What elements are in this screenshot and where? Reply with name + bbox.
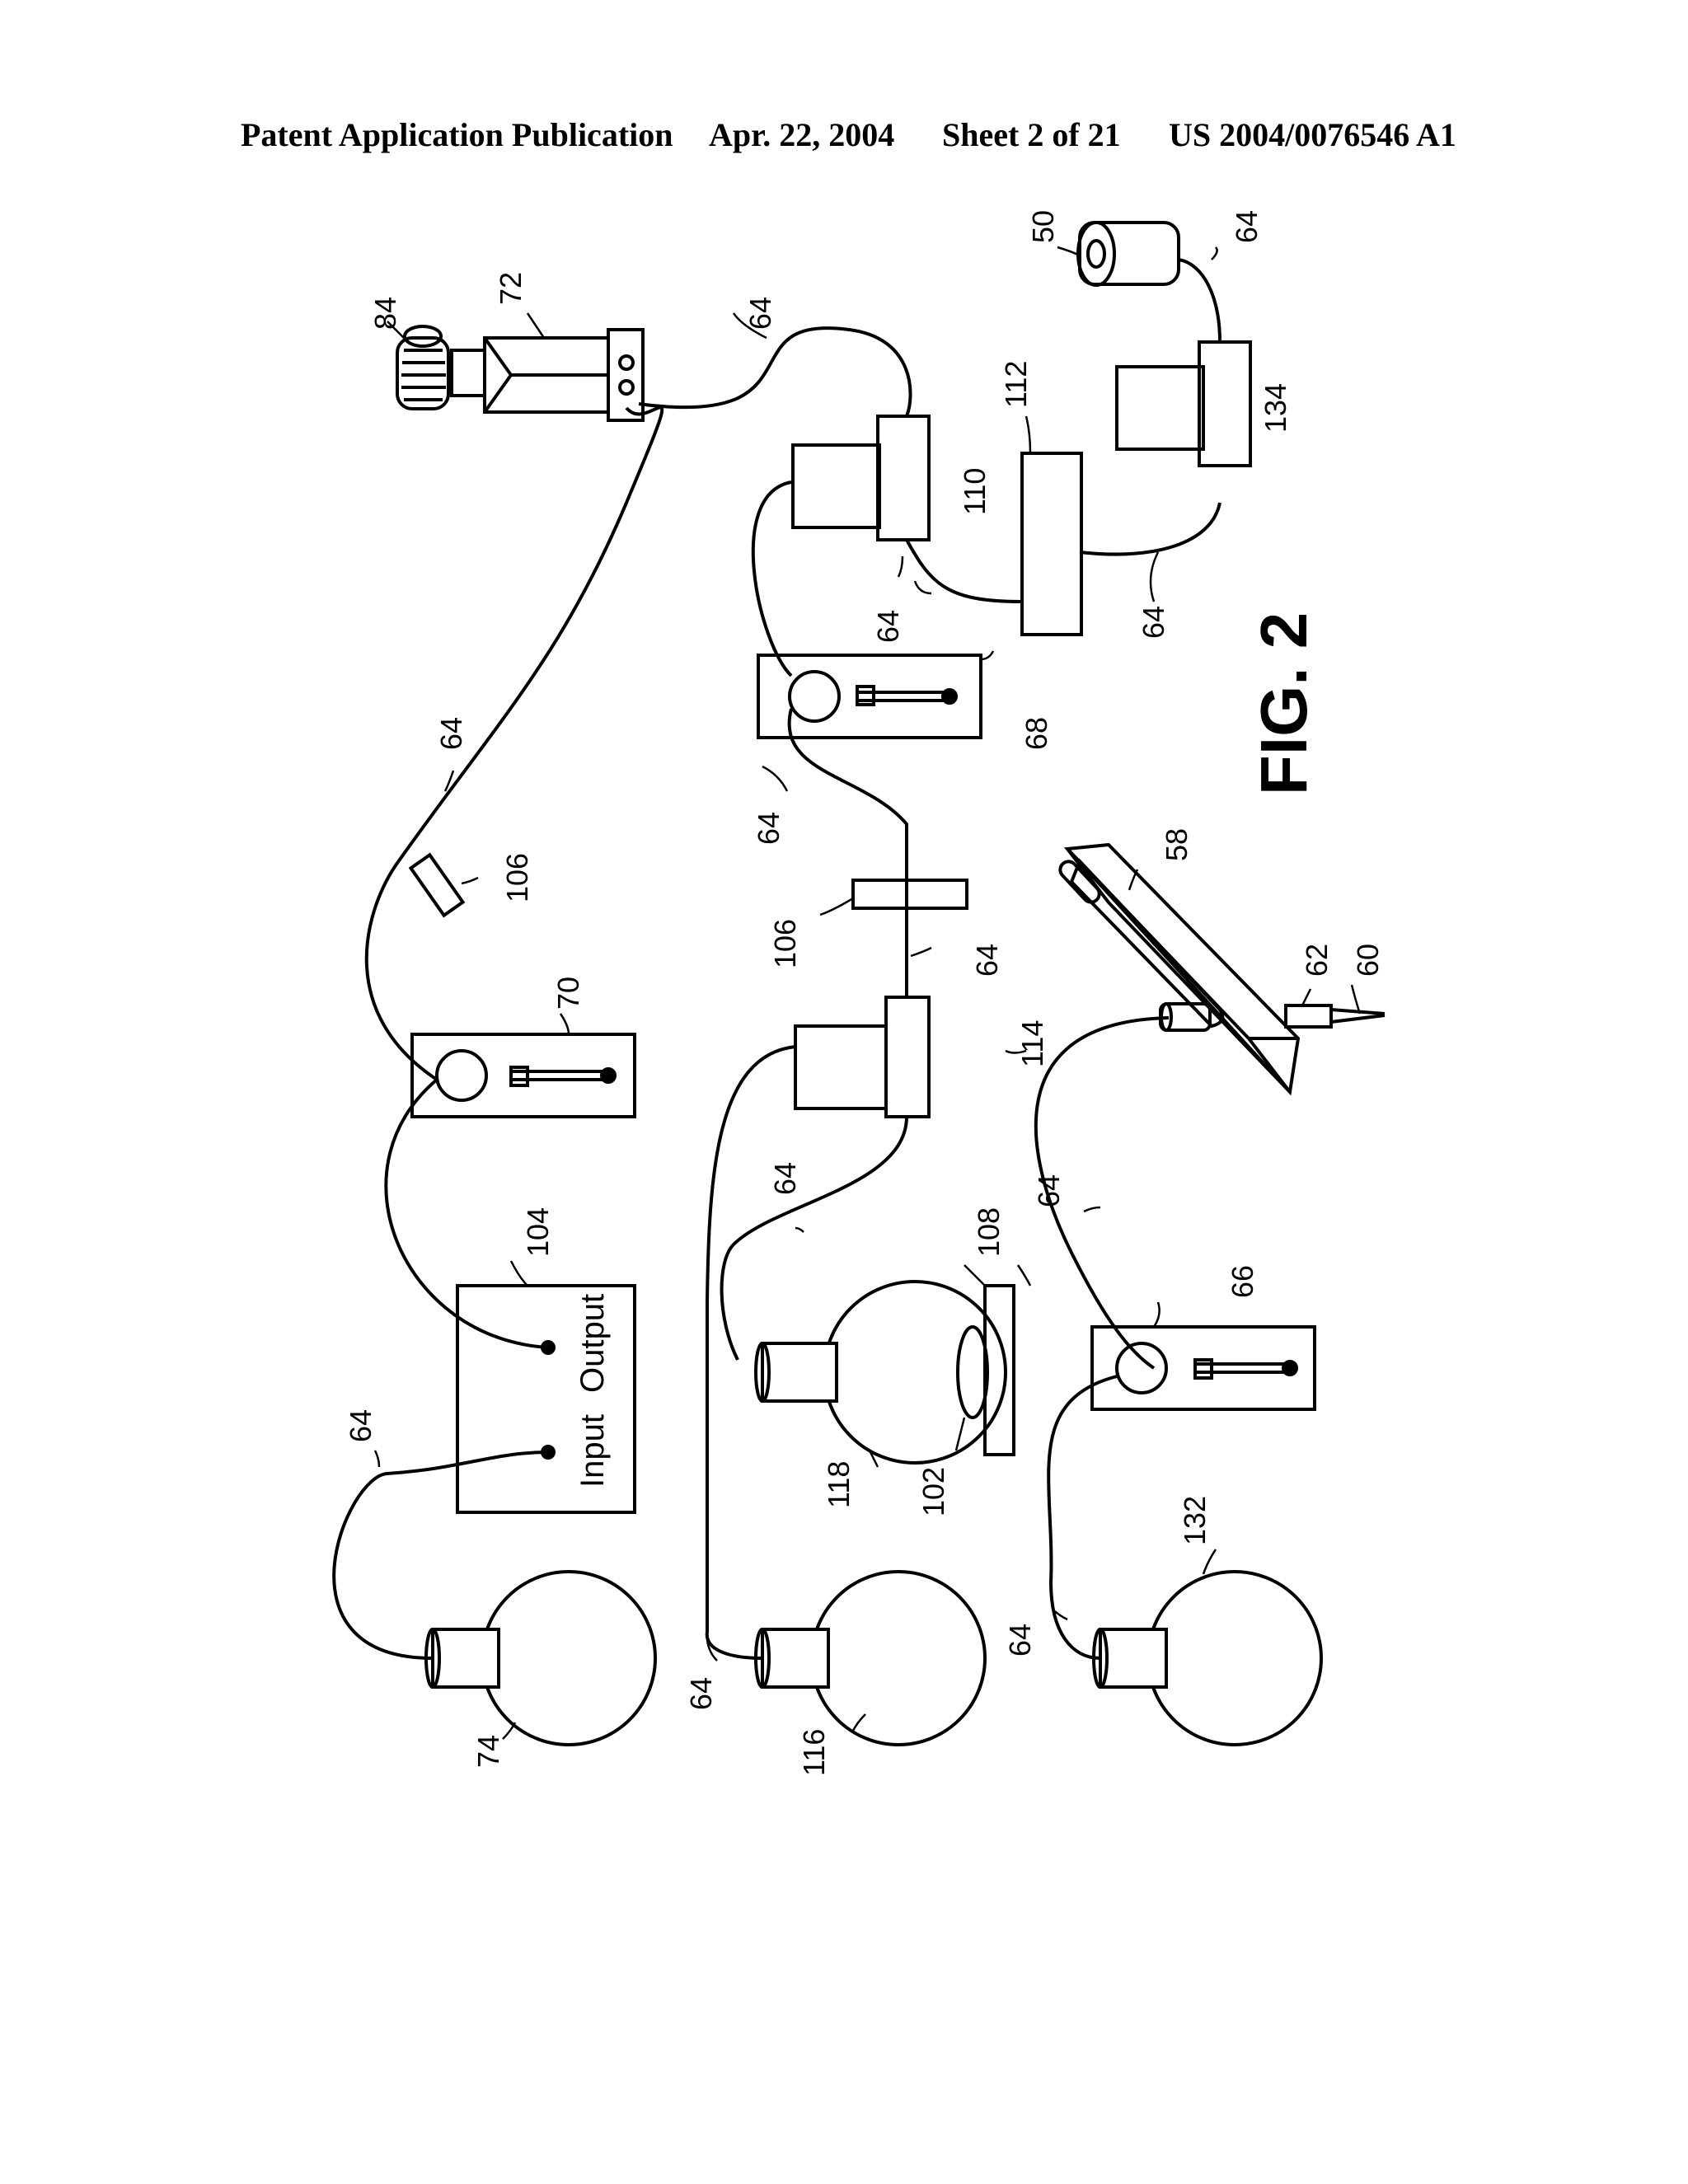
figure-title: FIG. 2 <box>1247 612 1320 795</box>
patent-number: US 2004/0076546 A1 <box>1169 116 1456 153</box>
label-106-middle: 106 <box>768 919 802 968</box>
label-62: 62 <box>1300 944 1334 977</box>
label-58: 58 <box>1160 828 1193 861</box>
tube-110-to-68 <box>751 480 793 677</box>
tube-134-to-50 <box>1178 258 1221 343</box>
component-132 <box>1092 1570 1323 1746</box>
box-104-input-label: Input <box>574 1414 611 1488</box>
page-header: Patent Application Publication Apr. 22, … <box>0 0 1688 247</box>
tube-72-to-110 <box>638 326 912 417</box>
component-114 <box>794 996 931 1118</box>
label-64-114: 64 <box>970 944 1004 977</box>
component-116 <box>754 1570 987 1746</box>
component-58 <box>1058 842 1301 1096</box>
component-66 <box>1090 1325 1316 1411</box>
label-64-74: 64 <box>344 1409 377 1442</box>
label-50: 50 <box>1026 210 1060 243</box>
box-104-input-port <box>541 1445 556 1460</box>
tube-68-to-114 <box>787 708 908 997</box>
label-70: 70 <box>551 977 585 1010</box>
component-108 <box>983 1284 1015 1456</box>
label-64-110-112: 64 <box>871 610 905 643</box>
label-64-132: 64 <box>1003 1624 1037 1657</box>
label-104: 104 <box>521 1207 555 1257</box>
label-64-114-118: 64 <box>768 1162 802 1195</box>
label-64-116: 64 <box>684 1677 718 1710</box>
component-112 <box>1020 452 1083 636</box>
component-62-60 <box>1284 1004 1386 1029</box>
component-72 <box>483 328 645 422</box>
component-50 <box>1076 221 1180 287</box>
label-64-upper-left: 64 <box>434 717 468 750</box>
label-64-top: 64 <box>743 297 777 330</box>
label-64-top-right: 64 <box>1230 210 1264 243</box>
label-114: 114 <box>1015 1020 1049 1067</box>
tube-112-to-134 <box>1079 502 1221 556</box>
box-104-output-port <box>541 1340 556 1355</box>
sheet-number: Sheet 2 of 21 <box>942 116 1121 153</box>
component-110 <box>791 415 931 541</box>
component-68 <box>757 654 982 739</box>
label-74: 74 <box>471 1735 505 1768</box>
tube-74-to-104 <box>332 1451 549 1660</box>
component-134 <box>1115 340 1252 467</box>
component-106-upper <box>408 852 466 918</box>
label-112: 112 <box>999 361 1033 408</box>
label-84: 84 <box>368 297 402 330</box>
publication-title: Patent Application Publication <box>241 116 673 153</box>
label-106-upper: 106 <box>500 853 534 902</box>
component-106-middle <box>851 879 968 910</box>
label-108: 108 <box>972 1207 1006 1257</box>
tube-114-to-116 <box>705 1045 796 1660</box>
component-104 <box>456 1284 636 1514</box>
label-110: 110 <box>958 468 992 515</box>
tube-114-to-118 <box>720 1116 908 1361</box>
label-134: 134 <box>1259 383 1292 433</box>
component-70 <box>410 1033 636 1118</box>
tube-66-to-132 <box>1047 1375 1118 1660</box>
component-84 <box>396 325 486 410</box>
label-64-112-134: 64 <box>1137 606 1170 639</box>
label-118: 118 <box>822 1461 856 1508</box>
box-104-output-label: Output <box>574 1294 611 1393</box>
label-60: 60 <box>1351 944 1385 977</box>
tube-58-to-66 <box>1034 1016 1170 1370</box>
label-72: 72 <box>494 272 528 305</box>
label-64-58-66: 64 <box>1032 1174 1066 1207</box>
tube-104-to-70 <box>384 1078 549 1349</box>
component-118 <box>754 1280 1007 1465</box>
tube-110-to-112 <box>905 539 1023 603</box>
component-102 <box>956 1325 989 1419</box>
component-74 <box>424 1570 657 1746</box>
label-102: 102 <box>917 1467 950 1516</box>
label-132: 132 <box>1178 1496 1212 1545</box>
label-116: 116 <box>797 1729 831 1776</box>
tube-70-to-72 <box>364 405 664 1081</box>
label-64-68: 64 <box>752 812 785 845</box>
label-66: 66 <box>1226 1265 1259 1298</box>
label-68: 68 <box>1020 717 1053 750</box>
publication-date: Apr. 22, 2004 <box>709 116 895 153</box>
